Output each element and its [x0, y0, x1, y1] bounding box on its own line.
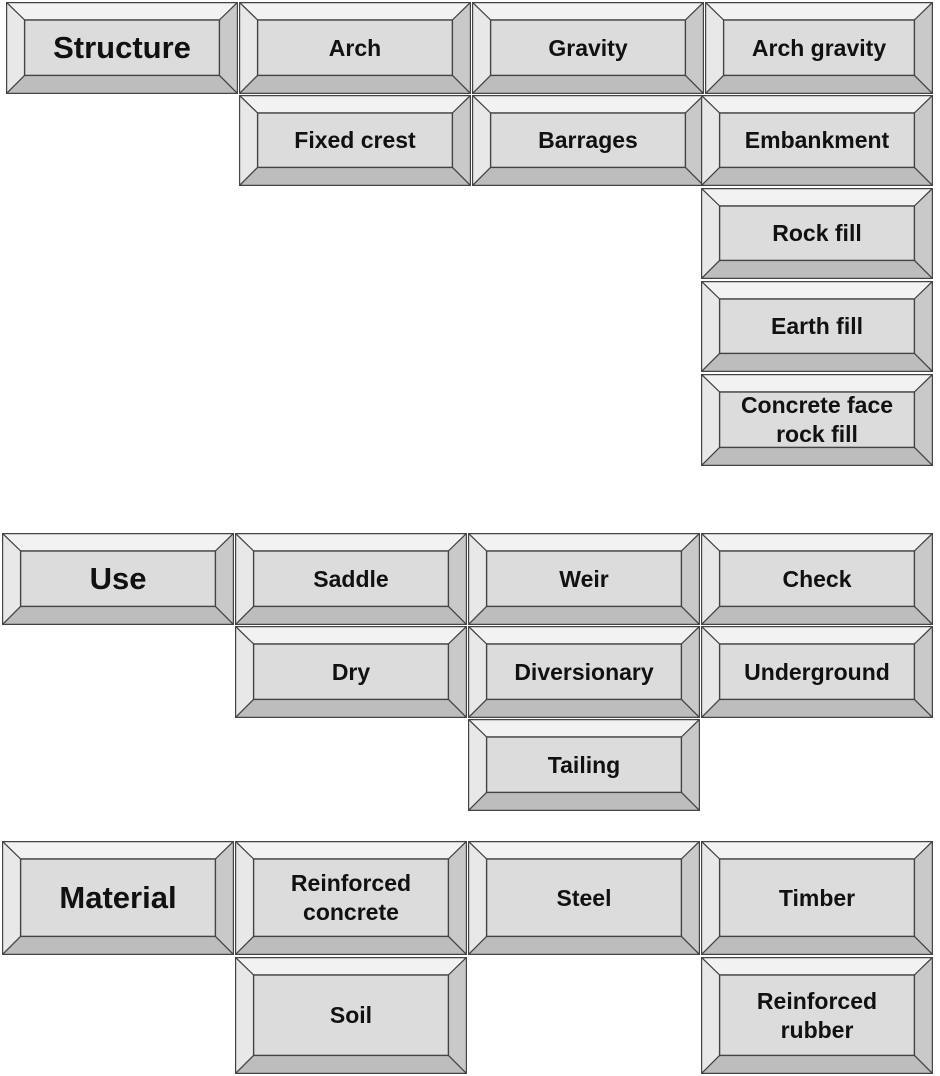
bevel-frame	[2, 533, 234, 625]
bevel-frame	[701, 281, 933, 372]
category-label: Reinforced concrete	[290, 870, 412, 925]
group-header-material: Material	[2, 841, 234, 955]
category-label: Steel	[556, 884, 612, 911]
tile-reinforced-rubber: Reinforced rubber	[701, 957, 933, 1074]
bevel-frame	[468, 533, 700, 625]
tile-arch-gravity: Arch gravity	[705, 2, 933, 94]
tile-earth-fill: Earth fill	[701, 281, 933, 372]
category-label: Saddle	[313, 565, 389, 592]
category-label: Arch gravity	[751, 34, 887, 61]
bevel-frame	[2, 841, 234, 955]
bevel-frame	[705, 2, 933, 94]
bevel-frame	[235, 626, 467, 718]
category-label: Soil	[329, 1002, 373, 1028]
tile-rock-fill: Rock fill	[701, 188, 933, 279]
category-label: Arch	[328, 34, 382, 61]
tile-check: Check	[701, 533, 933, 625]
tile-arch: Arch	[239, 2, 471, 94]
category-label: Gravity	[548, 34, 628, 61]
group-header-use: Use	[2, 533, 234, 625]
group-header-structure: Structure	[6, 2, 238, 94]
bevel-frame	[239, 2, 471, 94]
bevel-frame	[235, 841, 467, 955]
bevel-frame	[701, 374, 933, 466]
tile-underground: Underground	[701, 626, 933, 718]
bevel-frame	[701, 188, 933, 279]
tile-weir: Weir	[468, 533, 700, 625]
bevel-frame	[239, 95, 471, 186]
category-label: Tailing	[547, 751, 621, 778]
tile-saddle: Saddle	[235, 533, 467, 625]
group-title: Use	[89, 561, 147, 596]
bevel-frame	[472, 2, 704, 94]
tile-embankment: Embankment	[701, 95, 933, 186]
bevel-frame	[701, 957, 933, 1074]
bevel-frame	[468, 719, 700, 811]
bevel-frame	[235, 533, 467, 625]
category-label: Dry	[331, 658, 371, 685]
category-label: Barrages	[538, 127, 638, 153]
category-label: Underground	[744, 658, 890, 685]
category-label: Fixed crest	[294, 127, 416, 153]
bevel-frame	[468, 841, 700, 955]
category-label: Earth fill	[770, 313, 863, 339]
bevel-frame	[701, 533, 933, 625]
tile-tailing: Tailing	[468, 719, 700, 811]
category-label: Concrete face rock fill	[740, 392, 894, 447]
tile-diversionary: Diversionary	[468, 626, 700, 718]
category-label: Weir	[559, 565, 609, 592]
tile-barrages: Barrages	[472, 95, 704, 186]
bevel-frame	[701, 841, 933, 955]
bevel-frame	[6, 2, 238, 94]
category-label: Embankment	[744, 127, 890, 153]
tile-timber: Timber	[701, 841, 933, 955]
category-label: Check	[782, 565, 852, 592]
bevel-frame	[468, 626, 700, 718]
category-label: Rock fill	[772, 220, 862, 246]
category-label: Diversionary	[514, 658, 654, 685]
tile-soil: Soil	[235, 957, 467, 1074]
tile-steel: Steel	[468, 841, 700, 955]
tile-dry: Dry	[235, 626, 467, 718]
tile-concrete-face-rock-fill: Concrete face rock fill	[701, 374, 933, 466]
tile-gravity: Gravity	[472, 2, 704, 94]
tile-fixed-crest: Fixed crest	[239, 95, 471, 186]
category-label: Timber	[778, 884, 856, 911]
tile-reinforced-concrete: Reinforced concrete	[235, 841, 467, 955]
bevel-frame	[701, 626, 933, 718]
category-label: Reinforced rubber	[756, 987, 878, 1043]
bevel-frame	[235, 957, 467, 1074]
group-title: Structure	[53, 30, 191, 65]
group-title: Material	[59, 880, 177, 915]
bevel-frame	[701, 95, 933, 186]
